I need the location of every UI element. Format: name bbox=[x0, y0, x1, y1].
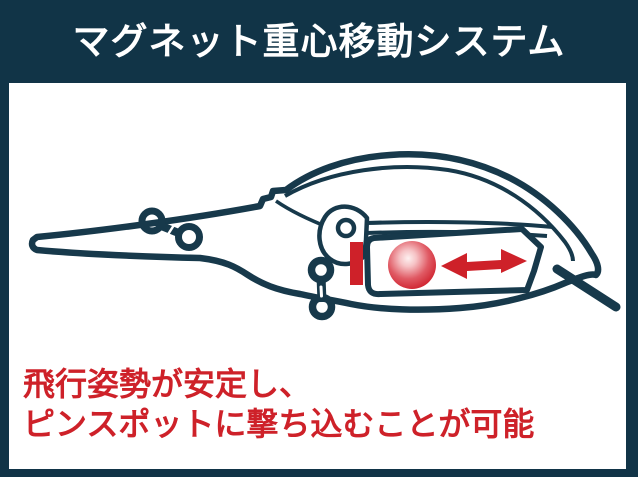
pivot-eyelet bbox=[335, 217, 357, 239]
weight-chamber bbox=[350, 226, 544, 298]
tail-hook-wire bbox=[552, 264, 621, 312]
hanger-slit bbox=[319, 285, 323, 298]
header-banner: マグネット重心移動システム bbox=[0, 0, 638, 83]
plate-rail-top bbox=[365, 220, 554, 229]
weight-travel-arrow bbox=[441, 249, 527, 279]
body-inner-line bbox=[284, 165, 575, 262]
belly-hook-hanger bbox=[307, 256, 336, 321]
caption-line-1: 飛行姿勢が安定し、 bbox=[23, 366, 312, 402]
split-ring-gap bbox=[165, 224, 176, 237]
lure-diagram bbox=[28, 151, 621, 321]
line-tie-split-ring bbox=[138, 207, 203, 251]
header-title: マグネット重心移動システム bbox=[72, 21, 566, 62]
caption-text: 飛行姿勢が安定し、 ピンスポットに撃ち込むことが可能 bbox=[23, 364, 534, 444]
content-panel: 飛行姿勢が安定し、 ピンスポットに撃ち込むことが可能 bbox=[9, 83, 626, 469]
tungsten-ball bbox=[388, 241, 436, 289]
caption-line-2: ピンスポットに撃ち込むことが可能 bbox=[23, 406, 535, 442]
magnet-bar bbox=[350, 242, 363, 285]
